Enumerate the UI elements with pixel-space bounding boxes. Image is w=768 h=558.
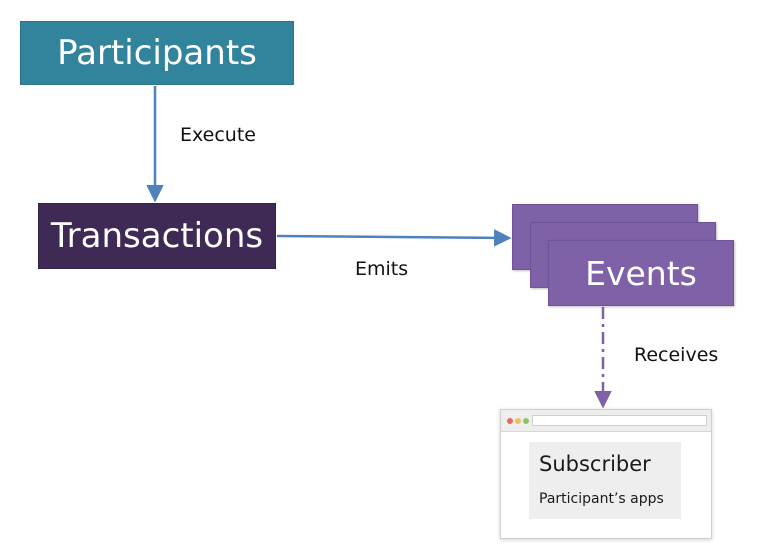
- events-node: Events: [548, 240, 734, 306]
- execute-label: Execute: [180, 124, 256, 146]
- emits-arrow: [276, 229, 512, 247]
- transactions-label: Transactions: [50, 216, 264, 256]
- participants-label: Participants: [57, 33, 257, 73]
- minimize-dot-icon: [515, 418, 521, 424]
- events-label: Events: [585, 253, 697, 293]
- transactions-node: Transactions: [38, 203, 276, 269]
- subscriber-panel: Subscriber Participant’s apps: [529, 442, 681, 519]
- emits-label: Emits: [355, 258, 409, 280]
- maximize-dot-icon: [523, 418, 529, 424]
- close-dot-icon: [507, 418, 513, 424]
- receives-label: Receives: [634, 344, 719, 366]
- address-bar: [532, 415, 707, 426]
- participants-node: Participants: [20, 21, 294, 85]
- subscriber-browser-window: Subscriber Participant’s apps: [500, 409, 712, 539]
- browser-toolbar: [501, 410, 711, 432]
- subscriber-subtitle: Participant’s apps: [539, 491, 664, 507]
- subscriber-title: Subscriber: [539, 452, 651, 476]
